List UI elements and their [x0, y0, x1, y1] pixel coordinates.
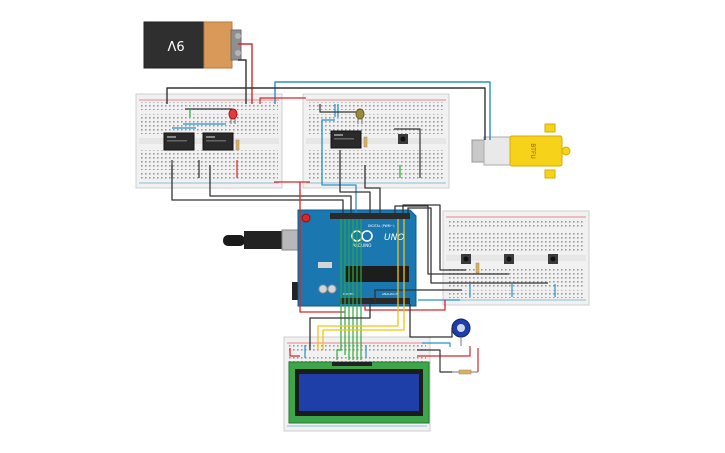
wire-top-black-to-arduino [339, 150, 371, 213]
breadboard-top-middle[interactable] [302, 93, 450, 189]
wire-right-black-2 [407, 207, 548, 284]
resistor-4[interactable] [452, 369, 478, 375]
usb-cable-body [244, 231, 284, 249]
wire-power-red-left [299, 182, 345, 313]
wire-motor-blue [274, 81, 491, 140]
usb-cable-plug [223, 235, 245, 246]
wire-lcd-red-rail [289, 348, 300, 357]
led-red[interactable] [228, 108, 238, 124]
wire-jumper-black-3 [394, 128, 421, 178]
wire-jumper-black-2 [319, 104, 356, 113]
arduino-uno[interactable]: ARDUINO UNO DIGITAL (PWM~) POWER ANALOG … [223, 209, 417, 307]
lcd-screen [299, 374, 419, 411]
pushbutton-1[interactable] [461, 254, 471, 264]
battery-label: 9V [167, 37, 184, 52]
digital-label: DIGITAL (PWM~) [368, 224, 394, 228]
wire-right-red-1 [364, 300, 446, 311]
resistor-1[interactable] [235, 139, 240, 151]
relay-3[interactable] [330, 130, 362, 149]
wire-relay2-black [209, 165, 352, 213]
wire-pot-red [417, 346, 471, 357]
battery-9v[interactable]: 9V [143, 21, 242, 69]
wire-lcd-yellow-1 [317, 219, 399, 350]
wire-right-black-4 [374, 289, 462, 303]
lcd-16x2[interactable] [288, 361, 430, 424]
relay-2[interactable] [202, 132, 234, 151]
dc-motor[interactable]: BTFU [471, 123, 571, 179]
wire-lcd-black-1 [309, 304, 371, 350]
reset-button[interactable] [301, 213, 311, 223]
wire-relay1-black [171, 165, 344, 213]
potentiometer[interactable] [451, 318, 471, 346]
resistor-2[interactable] [363, 136, 368, 148]
wire-top-black-2 [364, 165, 381, 213]
wire-top-blue-to-arduino [321, 119, 357, 213]
wire-right-black-1 [402, 204, 466, 271]
wire-battery-positive [238, 43, 253, 104]
wires [166, 43, 556, 373]
led-amber[interactable] [355, 108, 365, 124]
wire-lcd-black-2 [409, 304, 453, 338]
battery-terminals [230, 29, 242, 61]
pushbutton-top[interactable] [398, 134, 408, 144]
relay-1[interactable] [163, 132, 195, 151]
resistor-3[interactable] [475, 262, 480, 274]
motor-can [471, 139, 485, 163]
battery-wrap [203, 21, 233, 69]
wire-battery-negative [238, 59, 247, 104]
pushbutton-3[interactable] [548, 254, 558, 264]
wire-lcd-green-6 [336, 219, 342, 360]
battery-body [143, 21, 207, 69]
lcd-pin-header [332, 362, 372, 366]
analog-label: ANALOG IN [382, 292, 399, 296]
wire-lcd-yellow-2 [322, 219, 405, 350]
wire-rail-red-top [259, 97, 306, 104]
wire-lcd-black-3 [417, 349, 452, 373]
motor-label: BTFU [529, 143, 536, 159]
digital-header [330, 213, 410, 219]
wire-right-black-3 [394, 205, 509, 275]
arduino-model: UNO [384, 233, 404, 243]
breadboard-right[interactable] [442, 210, 590, 306]
wire-pot-blue [422, 342, 451, 347]
arduino-brand: ARDUINO [353, 243, 372, 248]
motor-housing [483, 136, 513, 166]
potentiometer-knob[interactable] [457, 324, 465, 332]
atmega-chip [345, 266, 409, 282]
wire-motor-black [166, 87, 486, 140]
pushbutton-2[interactable] [504, 254, 514, 264]
